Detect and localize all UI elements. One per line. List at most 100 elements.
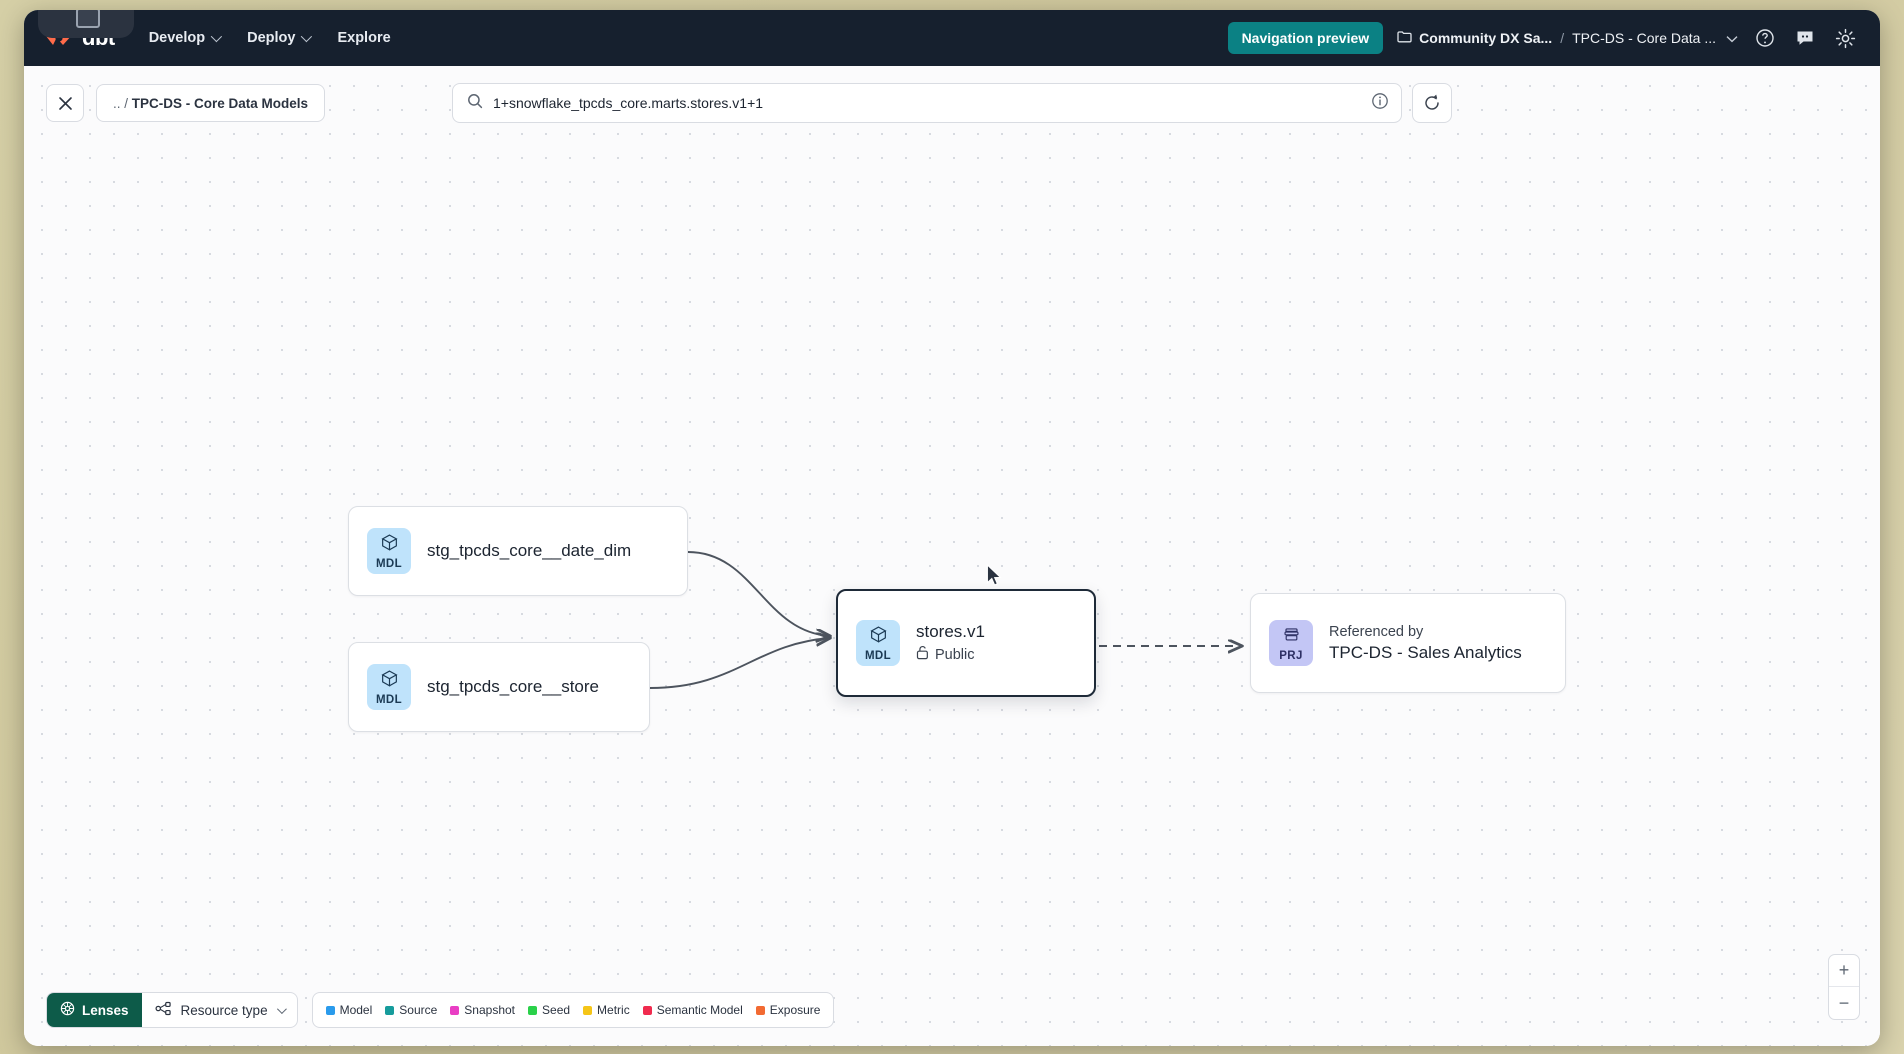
top-navigation-bar: dbt Develop Deploy Explore Navigation pr… <box>24 10 1880 66</box>
model-badge: MDL <box>856 620 900 666</box>
badge-label: MDL <box>375 557 403 570</box>
badge-label: MDL <box>864 649 892 662</box>
lineage-graph: MDL stg_tpcds_core__date_dim MDL <box>24 66 1880 1046</box>
legend-label: Exposure <box>769 1003 821 1017</box>
nav-link-develop[interactable]: Develop <box>148 30 223 46</box>
bottom-toolbar: Lenses Resource type <box>46 992 835 1028</box>
chevron-down-icon <box>210 30 223 43</box>
top-nav-right: Navigation preview Community DX Sa... / … <box>1227 22 1858 54</box>
help-circle-icon[interactable] <box>1752 25 1778 51</box>
unlock-icon <box>916 645 929 664</box>
lineage-edges <box>649 551 1880 689</box>
legend-item-metric: Metric <box>583 1003 630 1017</box>
cube-icon <box>380 669 399 693</box>
lenses-button[interactable]: Lenses <box>47 993 142 1027</box>
search-area <box>452 83 1452 123</box>
legend-swatch <box>528 1005 538 1015</box>
navigation-preview-button[interactable]: Navigation preview <box>1227 22 1384 54</box>
model-badge: MDL <box>367 664 411 710</box>
legend-label: Metric <box>597 1003 630 1017</box>
lineage-canvas[interactable]: .. / TPC-DS - Core Data Models <box>24 66 1880 1046</box>
breadcrumb-label: TPC-DS - Core Data Models <box>131 95 309 111</box>
search-box[interactable] <box>452 83 1402 123</box>
cube-icon <box>380 533 399 557</box>
lens-group: Lenses Resource type <box>46 992 298 1028</box>
nav-link-explore-label: Explore <box>337 30 391 46</box>
legend-label: Model <box>339 1003 373 1017</box>
nodes-icon <box>155 1001 172 1019</box>
folder-icon <box>1397 30 1412 46</box>
info-circle-icon[interactable] <box>1371 92 1389 115</box>
legend-item-seed: Seed <box>528 1003 570 1017</box>
nav-link-develop-label: Develop <box>148 30 206 46</box>
node-title: stores.v1 <box>916 622 985 641</box>
browser-tab-nub <box>38 10 134 38</box>
legend-item-snapshot: Snapshot <box>450 1003 515 1017</box>
legend-item-source: Source <box>385 1003 437 1017</box>
node-text-stack: Referenced by TPC-DS - Sales Analytics <box>1329 624 1522 663</box>
legend-item-exposure: Exposure <box>755 1003 821 1017</box>
chevron-down-icon <box>301 30 313 43</box>
legend-swatch <box>385 1005 395 1015</box>
resource-type-dropdown[interactable]: Resource type <box>142 993 297 1027</box>
badge-label: MDL <box>375 693 403 706</box>
project-dropdown-chevron-down-icon[interactable] <box>1726 30 1738 46</box>
badge-label: PRJ <box>1279 649 1303 662</box>
breadcrumb-dots: .. / <box>113 95 129 111</box>
project-badge: PRJ <box>1269 620 1313 666</box>
feedback-icon[interactable] <box>1792 25 1818 51</box>
browser-window: dbt Develop Deploy Explore Navigation pr… <box>24 10 1880 1046</box>
refresh-button[interactable] <box>1412 83 1452 123</box>
account-selector[interactable]: Community DX Sa... <box>1397 30 1552 46</box>
gear-icon[interactable] <box>1832 25 1858 51</box>
account-name: Community DX Sa... <box>1419 30 1553 46</box>
edge-date-dim-to-stores <box>687 551 830 636</box>
project-name: TPC-DS - Core Data ... <box>1572 30 1716 46</box>
search-input[interactable] <box>493 95 1361 111</box>
primary-nav: Develop Deploy Explore <box>149 30 391 46</box>
legend-label: Semantic Model <box>656 1003 743 1017</box>
node-title: stg_tpcds_core__store <box>427 677 599 696</box>
model-badge: MDL <box>367 528 411 574</box>
edge-store-to-stores <box>649 638 830 689</box>
legend-swatch <box>642 1005 652 1015</box>
breadcrumb-separator: / <box>1560 30 1565 46</box>
node-title: stg_tpcds_core__date_dim <box>427 541 632 560</box>
nav-link-deploy-label: Deploy <box>247 30 296 46</box>
legend-swatch <box>755 1005 765 1015</box>
legend-swatch <box>583 1005 593 1015</box>
graph-node-stores-v1[interactable]: MDL stores.v1 Public <box>836 589 1096 697</box>
node-access-badge: Public <box>916 645 985 664</box>
tab-icon <box>76 10 100 28</box>
legend-label: Source <box>399 1003 438 1017</box>
chevron-down-icon <box>276 1003 287 1014</box>
canvas-toolbar: .. / TPC-DS - Core Data Models <box>24 83 1880 123</box>
account-project-breadcrumb: Community DX Sa... / TPC-DS - Core Data … <box>1397 30 1738 46</box>
layers-icon <box>1282 625 1301 649</box>
breadcrumb[interactable]: .. / TPC-DS - Core Data Models <box>96 84 326 122</box>
legend-swatch <box>450 1005 460 1015</box>
zoom-out-button[interactable]: − <box>1838 992 1850 1013</box>
lenses-label: Lenses <box>82 1002 129 1018</box>
nav-link-explore[interactable]: Explore <box>337 30 390 46</box>
mouse-cursor <box>986 564 1002 586</box>
nav-link-deploy[interactable]: Deploy <box>247 30 313 46</box>
node-title: TPC-DS - Sales Analytics <box>1329 642 1522 662</box>
aperture-icon <box>60 1001 75 1019</box>
legend-item-model: Model <box>325 1003 373 1017</box>
zoom-controls: + − <box>1828 954 1860 1020</box>
search-icon <box>467 93 483 114</box>
graph-node-stg-date-dim[interactable]: MDL stg_tpcds_core__date_dim <box>348 506 688 596</box>
legend-label: Seed <box>542 1003 571 1017</box>
node-access-label: Public <box>935 646 975 663</box>
resource-type-legend: Model Source Snapshot Seed Metric <box>311 992 835 1028</box>
legend-swatch <box>325 1005 335 1015</box>
graph-node-stg-store[interactable]: MDL stg_tpcds_core__store <box>348 642 650 732</box>
legend-label: Snapshot <box>464 1003 516 1017</box>
node-eyebrow: Referenced by <box>1329 623 1424 640</box>
node-text-stack: stores.v1 Public <box>916 622 985 664</box>
close-button[interactable] <box>46 84 84 122</box>
legend-item-semantic-model: Semantic Model <box>642 1003 743 1017</box>
graph-node-sales-analytics[interactable]: PRJ Referenced by TPC-DS - Sales Analyti… <box>1250 593 1566 693</box>
zoom-in-button[interactable]: + <box>1829 955 1859 987</box>
